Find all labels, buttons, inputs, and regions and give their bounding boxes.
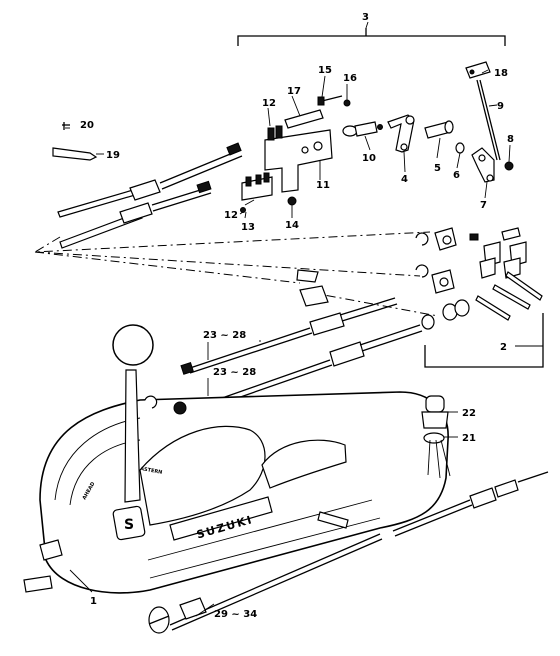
label-16: 16 [343,73,357,84]
upper-cables [57,142,243,249]
bar-17 [284,95,351,129]
bracket-plate-11 [264,125,333,193]
label-1: 1 [90,596,97,607]
label-17: 17 [287,86,301,97]
clamp-lower [240,172,273,213]
label-7: 7 [480,200,487,211]
plate-mark: S [124,517,134,533]
label-29-34: 29 ~ 34 [214,609,257,620]
switch-22-21 [421,395,451,479]
label-21: 21 [462,433,476,444]
dial-astern-text: ASTERN [140,466,163,476]
label-5: 5 [434,163,441,174]
label-23-28-upper: 23 ~ 28 [203,330,246,341]
label-14: 14 [285,220,299,231]
label-9: 9 [497,101,504,112]
label-13: 13 [241,222,255,233]
label-22: 22 [462,408,476,419]
group-bracket-2 [424,313,544,368]
label-20: 20 [80,120,94,131]
label-11: 11 [316,180,330,191]
label-8: 8 [507,134,514,145]
right-group-parts [415,227,543,330]
part-labels: 3 15 16 17 12 20 19 18 9 8 10 5 4 6 11 7… [80,12,514,620]
label-6: 6 [453,170,460,181]
control-housing: SUZUKI S AHEAD ASTERN [39,391,449,594]
label-4: 4 [401,174,408,185]
label-3: 3 [362,12,369,23]
label-12-bottom: 12 [224,210,238,221]
label-23-28-lower: 23 ~ 28 [213,367,256,378]
label-15: 15 [318,65,332,76]
label-12-top: 12 [262,98,276,109]
group-bracket-3 [237,28,506,46]
lower-right-cable [144,395,549,537]
label-2: 2 [500,342,507,353]
small-parts-top [52,122,297,206]
label-10: 10 [362,153,376,164]
cable-29-34 [23,533,383,634]
control-lever [112,324,154,503]
label-18: 18 [494,68,508,79]
label-19: 19 [106,150,120,161]
leader-lines [65,21,543,617]
linkage-parts [342,61,514,183]
